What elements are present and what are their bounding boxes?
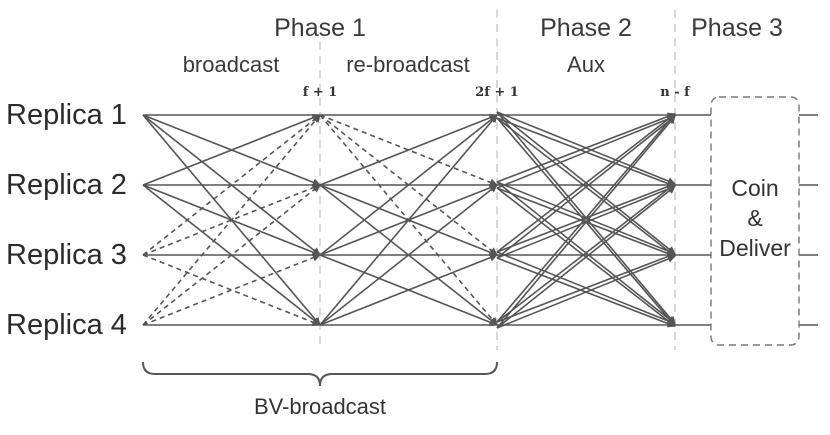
replica-4-label: Replica 4	[6, 309, 127, 341]
broadcast-msg-3-to-1	[142, 114, 321, 256]
aux-msg-3-to-1-2	[496, 115, 676, 259]
rebroadcast-label: re-broadcast	[346, 52, 470, 77]
message-arrows	[142, 111, 676, 329]
broadcast-msg-3-to-2	[142, 183, 321, 256]
aux-msg-4-to-1-2	[496, 115, 676, 329]
rebroadcast-msg-4-to-3	[319, 253, 498, 326]
phase-1-label: Phase 1	[274, 14, 366, 42]
replica-3-label: Replica 3	[6, 239, 127, 271]
broadcast-msg-4-to-2	[142, 184, 321, 326]
coin-line-3: Deliver	[719, 235, 791, 261]
broadcast-label: broadcast	[183, 52, 280, 77]
aux-msg-4-to-1-1	[496, 113, 676, 323]
aux-label: Aux	[567, 52, 605, 77]
rebroadcast-msg-1-to-2	[319, 114, 498, 187]
phase-2-label: Phase 2	[540, 14, 632, 42]
bv-broadcast-label: BV-broadcast	[254, 394, 386, 419]
aux-msg-4-to-3-1	[496, 252, 676, 323]
replica-1-label: Replica 1	[6, 99, 127, 131]
aux-msg-2-to-1-1	[496, 112, 676, 183]
rebroadcast-msg-4-to-1	[319, 114, 498, 326]
aux-msg-4-to-2-2	[496, 185, 676, 329]
broadcast-msg-4-to-3	[142, 253, 321, 326]
coin-line-1: Coin	[731, 175, 778, 201]
coin-deliver-box	[710, 96, 800, 346]
aux-msg-4-to-3-2	[496, 255, 676, 329]
threshold-f-plus-1: f + 1	[303, 85, 338, 100]
rebroadcast-msg-3-to-1	[319, 114, 498, 256]
threshold-n-minus-f: n - f	[660, 85, 691, 100]
threshold-2f-plus-1: 2f + 1	[475, 85, 519, 100]
broadcast-msg-2-to-1	[142, 113, 321, 186]
aux-msg-2-to-1-2	[496, 115, 676, 189]
bv-broadcast-brace	[142, 361, 498, 387]
rebroadcast-msg-2-to-1	[319, 113, 498, 186]
broadcast-msg-3-to-4	[142, 254, 321, 327]
aux-msg-3-to-1-1	[496, 113, 676, 253]
coin-line-2: &	[747, 205, 762, 231]
broadcast-msg-4-to-1	[142, 114, 321, 326]
rebroadcast-msg-4-to-2	[319, 184, 498, 326]
phase-3-label: Phase 3	[691, 14, 783, 42]
replica-2-label: Replica 2	[6, 169, 127, 201]
aux-msg-4-to-2-1	[496, 183, 676, 323]
